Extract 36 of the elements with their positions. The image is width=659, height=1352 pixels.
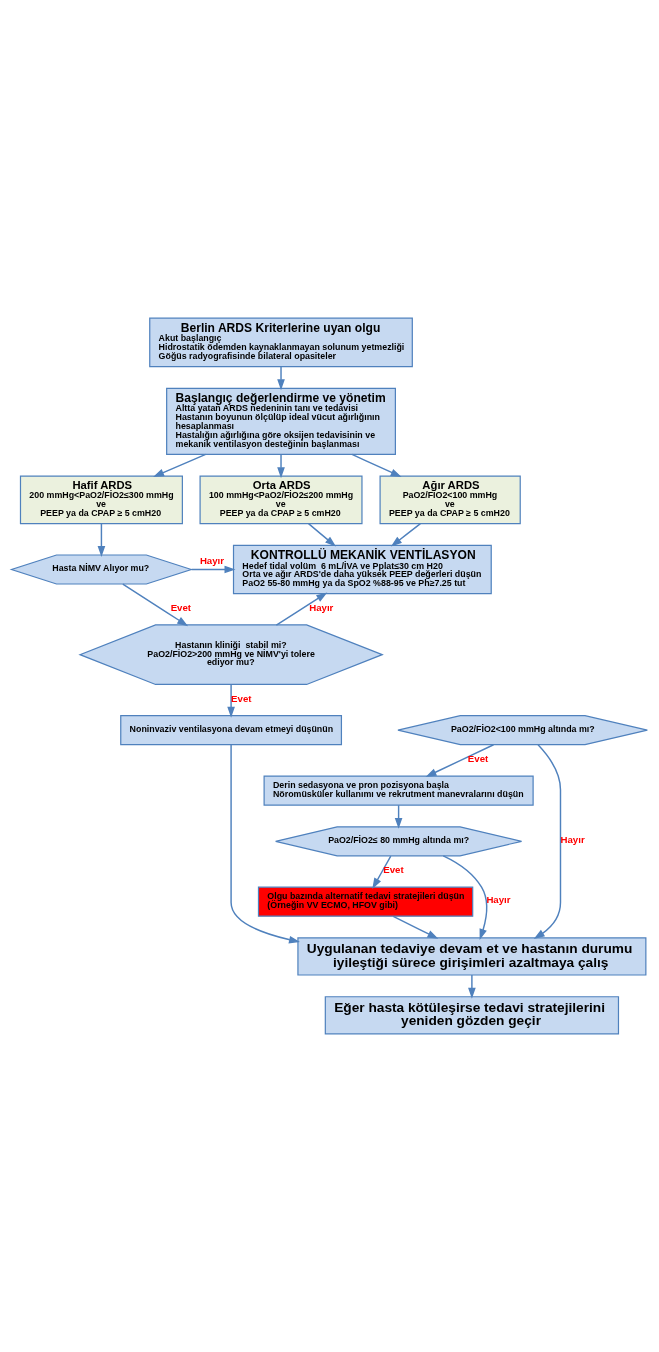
- edge-label: Hayır: [486, 894, 511, 906]
- arrow: [190, 565, 236, 574]
- arrow: [390, 522, 422, 547]
- arrow: [351, 453, 402, 477]
- node-box: KONTROLLÜ MEKANİK VENTİLASYON Hedef tidal volüm 6 mL/İVA ve Pplat≤30 cm H20 Orta ve ağır ARDS'de daha yüksek PEEP değerleri düşün PaO2 55-80 mmHg ya da SpO2 %88-95 ve Ph≥7.25 tut: [232, 544, 492, 595]
- arrow: [275, 592, 328, 626]
- arrow: [442, 855, 488, 940]
- arrow: [277, 365, 285, 391]
- node-box: Olgu bazında alternatif tedavi stratejileri düşün (Örneğin VV ECMO, HFOV gibi): [257, 886, 474, 917]
- arrow: [97, 522, 106, 557]
- node-box: Berlin ARDS Kriterlerine uyan olgu Akut başlangıç Hidrostatik ödemden kaynaklanmayan solunum yetmezliği Göğüs radyografisinde bilateral opasiteler: [149, 317, 413, 368]
- arrow: [468, 974, 476, 999]
- node-box: Başlangıç değerlendirme ve yönetim Altta yatan ARDS nedeninin tanı ve tedavisi Hastanın boyunun ölçülüp ideal vücut ağırlığının hesaplanması Hastalığın ağırlığına göre oksijen tedavisinin ve mekanik ventilasyon desteğinin başlanması: [166, 387, 396, 455]
- edge-label: Hayır: [199, 554, 225, 566]
- edge-label: Evet: [467, 753, 489, 765]
- arrow: [392, 915, 439, 939]
- edge-label: Hayır: [560, 833, 585, 845]
- arrow: [277, 453, 285, 479]
- edge-label: Evet: [383, 864, 404, 876]
- node-box: Eğer hasta kötüleşirse tedavi stratejilerini yeniden gözden geçir: [324, 996, 620, 1035]
- node-box: Derin sedasyona ve pron pozisyona başla Nöromüsküler kullanımı ve rekrutment manevralarını düşün: [263, 775, 534, 806]
- node-box: Orta ARDS 100 mmHg<PaO2/FİO2≤200 mmHg ve PEEP ya da CPAP ≥ 5 cmH20: [199, 475, 363, 525]
- arrow: [153, 453, 207, 477]
- edge-label: Evet: [170, 602, 192, 614]
- arrow: [227, 683, 235, 718]
- arrow: [425, 744, 495, 777]
- arrow: [230, 744, 300, 944]
- node-box: Noninvaziv ventilasyona devam etmeyi düşünün: [120, 715, 343, 746]
- arrow: [307, 522, 336, 547]
- node-box: Hafif ARDS 200 mmHg<PaO2/FİO2≤300 mmHg ve PEEP ya da CPAP ≥ 5 cmH20: [19, 475, 183, 525]
- arrow: [122, 583, 189, 627]
- arrow: [372, 855, 392, 889]
- edge-label: Hayır: [309, 602, 334, 614]
- arrow: [533, 744, 562, 939]
- node-box: Uygulanan tedaviye devam et ve hastanın durumu iyileştiği sürece girişimleri azaltmaya çalış: [297, 937, 647, 976]
- node-box: Ağır ARDS PaO2/FİO2<100 mmHg ve PEEP ya da CPAP ≥ 5 cmH20: [379, 475, 521, 525]
